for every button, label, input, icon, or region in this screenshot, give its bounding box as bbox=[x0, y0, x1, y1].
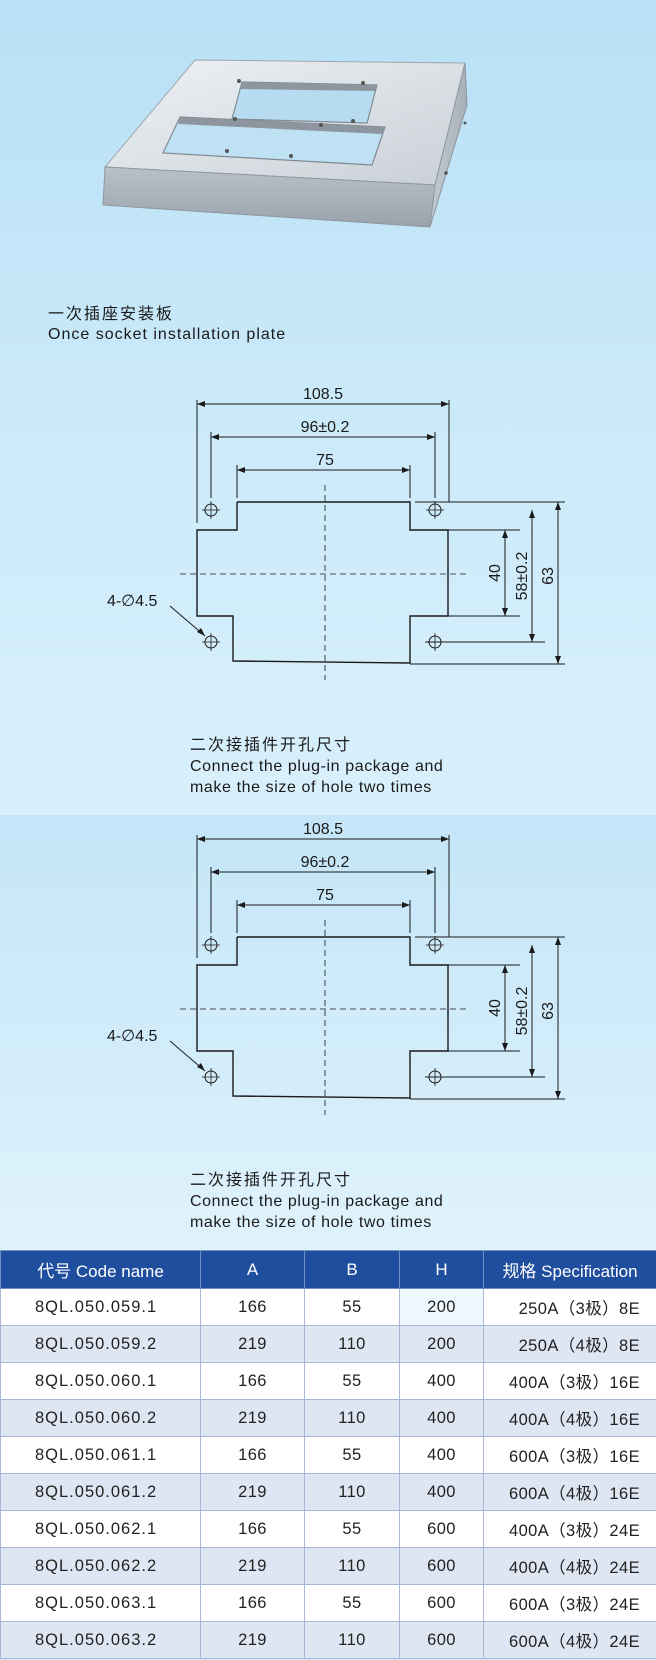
cell-b: 110 bbox=[304, 1399, 400, 1437]
specification-table: 代号 Code name A B H 规格 Specification 8QL.… bbox=[0, 1250, 656, 1659]
cell-a: 166 bbox=[200, 1510, 305, 1548]
cell-code: 8QL.050.063.1 bbox=[0, 1584, 201, 1622]
cell-b: 110 bbox=[304, 1621, 400, 1659]
cell-spec: 400A（3极）24E bbox=[483, 1510, 656, 1548]
header-spec: 规格 Specification bbox=[483, 1250, 656, 1289]
dim-overall-width: 108.5 bbox=[303, 821, 343, 838]
cell-a: 219 bbox=[200, 1547, 305, 1585]
cell-spec: 600A（3极）16E bbox=[483, 1436, 656, 1474]
table-row: 8QL.050.059.1 166 55 200 250A（3极）8E bbox=[0, 1288, 656, 1326]
hole-callout: 4-∅4.5 bbox=[107, 593, 158, 610]
table-row: 8QL.050.061.2 219 110 400 600A（4极）16E bbox=[0, 1473, 656, 1511]
cell-a: 219 bbox=[200, 1621, 305, 1659]
cell-a: 219 bbox=[200, 1325, 305, 1363]
header-code: 代号 Code name bbox=[0, 1250, 201, 1289]
cutout-drawing-2: 108.5 96±0.2 75 40 58±0.2 63 4-∅4.5 bbox=[107, 821, 565, 1115]
cell-spec: 600A（4极）24E bbox=[483, 1621, 656, 1659]
dim-overall-height: 63 bbox=[540, 567, 557, 585]
table-row: 8QL.050.061.1 166 55 400 600A（3极）16E bbox=[0, 1436, 656, 1474]
note-line-1: Connect the plug-in package and bbox=[190, 1193, 444, 1210]
cell-b: 110 bbox=[304, 1547, 400, 1585]
note-title-zh: 二次接插件开孔尺寸 bbox=[190, 737, 353, 754]
cell-h: 400 bbox=[399, 1399, 484, 1437]
dim-inner-height: 40 bbox=[487, 999, 504, 1017]
dim-hole-spacing: 96±0.2 bbox=[301, 419, 350, 436]
table-row: 8QL.050.062.2 219 110 600 400A（4极）24E bbox=[0, 1547, 656, 1585]
caption-title-en: Once socket installation plate bbox=[48, 326, 287, 343]
cell-b: 55 bbox=[304, 1362, 400, 1400]
cell-spec: 400A（3极）16E bbox=[483, 1362, 656, 1400]
hole-note-2: 二次接插件开孔尺寸 Connect the plug-in package an… bbox=[190, 1170, 443, 1233]
cell-b: 110 bbox=[304, 1473, 400, 1511]
cell-spec: 400A（4极）24E bbox=[483, 1547, 656, 1585]
cell-h: 400 bbox=[399, 1362, 484, 1400]
cell-a: 219 bbox=[200, 1399, 305, 1437]
dim-inner-height: 40 bbox=[487, 564, 504, 582]
table-row: 8QL.050.063.2 219 110 600 600A（4极）24E bbox=[0, 1621, 656, 1659]
dim-hole-height: 58±0.2 bbox=[514, 986, 531, 1035]
cell-spec: 600A（3极）24E bbox=[483, 1584, 656, 1622]
cell-spec: 250A（4极）8E bbox=[483, 1325, 656, 1363]
cell-h: 400 bbox=[399, 1436, 484, 1474]
cell-b: 55 bbox=[304, 1436, 400, 1474]
cell-b: 55 bbox=[304, 1510, 400, 1548]
cell-code: 8QL.050.063.2 bbox=[0, 1621, 201, 1659]
note-line-2: make the size of hole two times bbox=[190, 1214, 432, 1231]
cell-spec: 250A（3极）8E bbox=[483, 1288, 656, 1326]
product-caption: 一次插座安装板 Once socket installation plate bbox=[48, 305, 286, 345]
cell-code: 8QL.050.060.1 bbox=[0, 1362, 201, 1400]
note-line-2: make the size of hole two times bbox=[190, 779, 432, 796]
cell-code: 8QL.050.061.1 bbox=[0, 1436, 201, 1474]
cell-h: 600 bbox=[399, 1584, 484, 1622]
dim-hole-height: 58±0.2 bbox=[514, 551, 531, 600]
cell-code: 8QL.050.062.2 bbox=[0, 1547, 201, 1585]
mounting-plate-image bbox=[102, 59, 468, 228]
table-row: 8QL.050.062.1 166 55 600 400A（3极）24E bbox=[0, 1510, 656, 1548]
cell-b: 55 bbox=[304, 1288, 400, 1326]
lower-background bbox=[0, 815, 656, 1250]
cell-h: 200 bbox=[399, 1325, 484, 1363]
cell-a: 219 bbox=[200, 1473, 305, 1511]
cell-code: 8QL.050.061.2 bbox=[0, 1473, 201, 1511]
header-b: B bbox=[304, 1250, 400, 1289]
table-row: 8QL.050.063.1 166 55 600 600A（3极）24E bbox=[0, 1584, 656, 1622]
cell-h: 600 bbox=[399, 1510, 484, 1548]
cell-h: 600 bbox=[399, 1621, 484, 1659]
cell-spec: 600A（4极）16E bbox=[483, 1473, 656, 1511]
cell-code: 8QL.050.059.1 bbox=[0, 1288, 201, 1326]
table-header-row: 代号 Code name A B H 规格 Specification bbox=[0, 1250, 656, 1289]
dim-cutout-width: 75 bbox=[316, 887, 334, 904]
hole-callout: 4-∅4.5 bbox=[107, 1028, 158, 1045]
dim-overall-width: 108.5 bbox=[303, 386, 343, 403]
cell-h: 400 bbox=[399, 1473, 484, 1511]
note-line-1: Connect the plug-in package and bbox=[190, 758, 444, 775]
caption-title-zh: 一次插座安装板 bbox=[48, 306, 175, 323]
cell-a: 166 bbox=[200, 1584, 305, 1622]
cutout-drawing-1: 108.5 96±0.2 75 40 58±0.2 63 4-∅4.5 bbox=[107, 386, 565, 680]
dim-overall-height: 63 bbox=[540, 1002, 557, 1020]
cell-b: 110 bbox=[304, 1325, 400, 1363]
dim-cutout-width: 75 bbox=[316, 452, 334, 469]
dim-hole-spacing: 96±0.2 bbox=[301, 854, 350, 871]
cell-spec: 400A（4极）16E bbox=[483, 1399, 656, 1437]
table-row: 8QL.050.059.2 219 110 200 250A（4极）8E bbox=[0, 1325, 656, 1363]
cell-h: 600 bbox=[399, 1547, 484, 1585]
cell-h: 200 bbox=[399, 1288, 484, 1326]
cell-a: 166 bbox=[200, 1288, 305, 1326]
cell-code: 8QL.050.062.1 bbox=[0, 1510, 201, 1548]
cell-code: 8QL.050.060.2 bbox=[0, 1399, 201, 1437]
cell-a: 166 bbox=[200, 1436, 305, 1474]
note-title-zh: 二次接插件开孔尺寸 bbox=[190, 1172, 353, 1189]
table-row: 8QL.050.060.1 166 55 400 400A（3极）16E bbox=[0, 1362, 656, 1400]
hole-note-1: 二次接插件开孔尺寸 Connect the plug-in package an… bbox=[190, 735, 443, 798]
cell-a: 166 bbox=[200, 1362, 305, 1400]
header-h: H bbox=[399, 1250, 484, 1289]
cell-b: 55 bbox=[304, 1584, 400, 1622]
cell-code: 8QL.050.059.2 bbox=[0, 1325, 201, 1363]
table-row: 8QL.050.060.2 219 110 400 400A（4极）16E bbox=[0, 1399, 656, 1437]
header-a: A bbox=[200, 1250, 305, 1289]
